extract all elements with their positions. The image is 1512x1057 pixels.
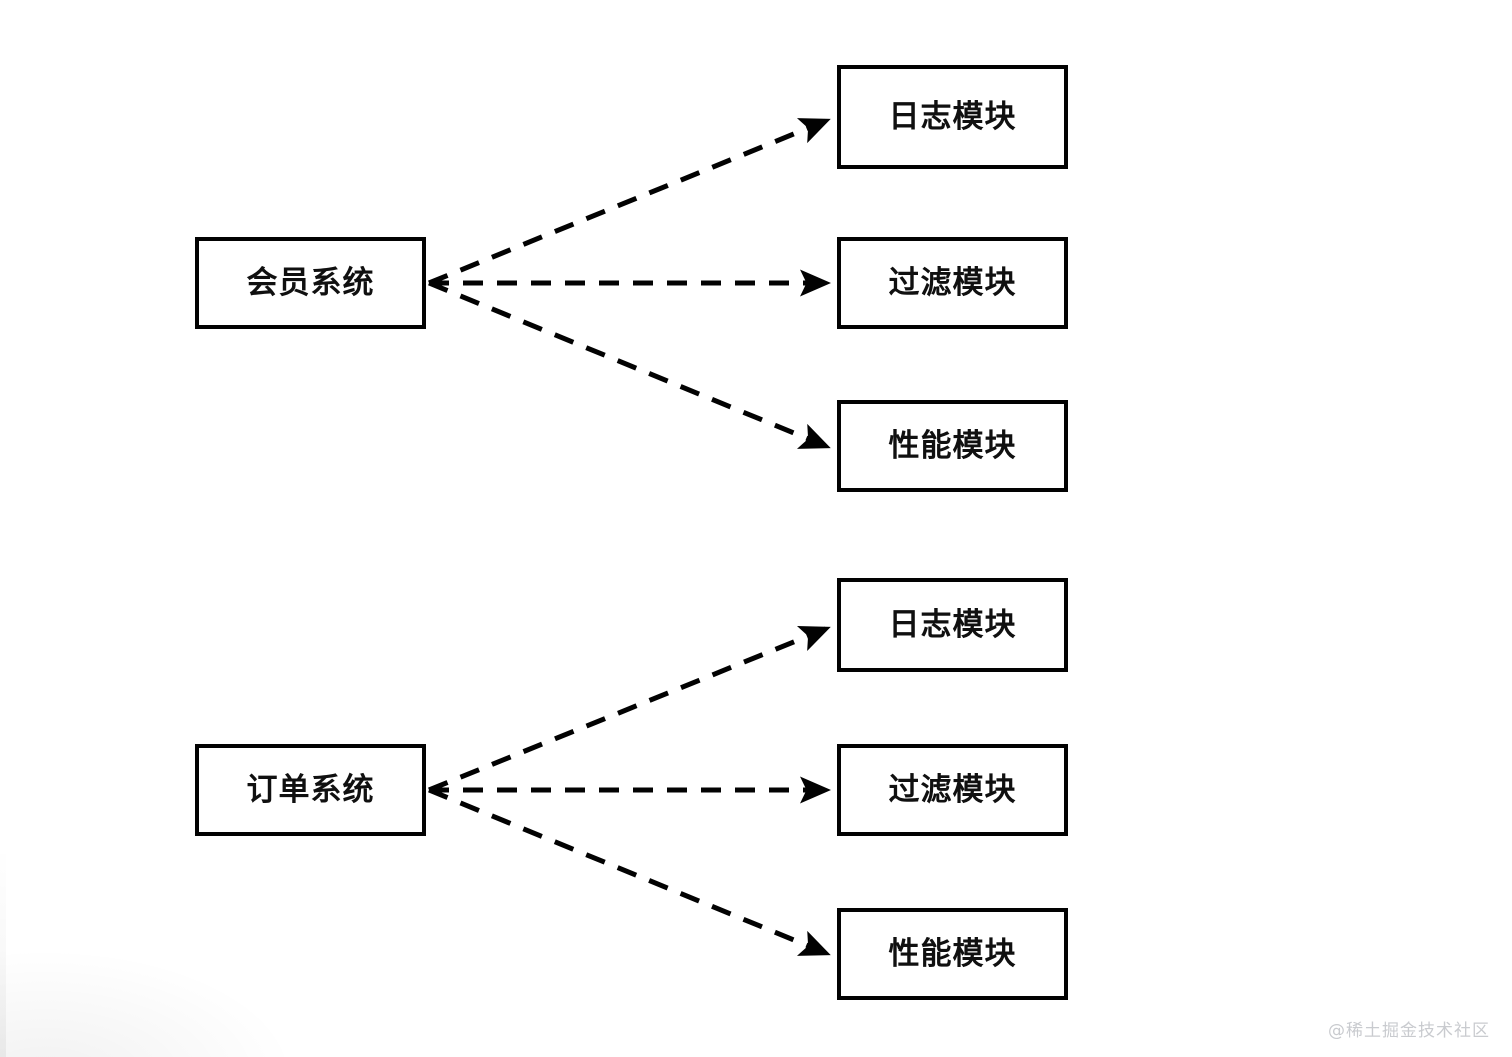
node-label: 过滤模块 bbox=[888, 264, 1017, 301]
node-member-log-module[interactable]: 日志模块 bbox=[837, 65, 1068, 169]
node-order-log-module[interactable]: 日志模块 bbox=[837, 578, 1068, 672]
edge-order-performance bbox=[428, 787, 831, 957]
watermark-label: @稀土掘金技术社区 bbox=[1328, 1021, 1490, 1041]
edge-member-performance bbox=[428, 280, 831, 450]
node-label: 订单系统 bbox=[246, 771, 375, 808]
node-member-filter-module[interactable]: 过滤模块 bbox=[837, 237, 1068, 329]
node-label: 过滤模块 bbox=[888, 771, 1017, 808]
node-order-system[interactable]: 订单系统 bbox=[195, 744, 426, 836]
edge-order-log bbox=[428, 625, 831, 793]
node-label: 性能模块 bbox=[888, 427, 1017, 464]
bottom-left-corner-shading bbox=[0, 947, 300, 1057]
node-label: 日志模块 bbox=[888, 606, 1017, 643]
node-label: 会员系统 bbox=[246, 264, 375, 301]
node-member-performance-module[interactable]: 性能模块 bbox=[837, 400, 1068, 492]
node-member-system[interactable]: 会员系统 bbox=[195, 237, 426, 329]
node-label: 性能模块 bbox=[888, 935, 1017, 972]
node-label: 日志模块 bbox=[888, 98, 1017, 135]
edge-member-log bbox=[428, 117, 831, 286]
node-order-performance-module[interactable]: 性能模块 bbox=[837, 908, 1068, 1000]
node-order-filter-module[interactable]: 过滤模块 bbox=[837, 744, 1068, 836]
left-edge-shading bbox=[0, 0, 6, 1057]
